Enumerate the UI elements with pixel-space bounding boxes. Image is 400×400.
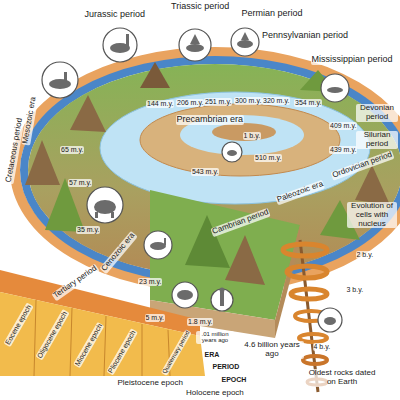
age-label: 1 b.y.: [243, 132, 262, 140]
age-label: 57 m.y.: [68, 179, 92, 187]
age-label: 3 b.y.: [346, 286, 365, 294]
age-label: 409 m.y.: [329, 122, 357, 130]
age-label: 320 m.y.: [262, 97, 290, 105]
period-label: Mississippian period: [311, 55, 394, 65]
period-label: Devonian period: [356, 104, 398, 122]
age-label: 144 m.y.: [146, 100, 174, 108]
period-label: Permian period: [241, 9, 304, 19]
epoch-label: Pleistocene epoch: [117, 379, 184, 388]
age-label: 300 m.y.: [234, 97, 262, 105]
period-label: Triassic period: [170, 2, 230, 12]
period-label: Pennsylvanian period: [261, 31, 349, 41]
age-label: 65 m.y.: [60, 146, 84, 154]
epoch-label: Holocene epoch: [185, 389, 245, 398]
age-label: 439 m.y.: [329, 146, 357, 154]
event-note: Evolution of cells with nucleus: [347, 202, 397, 228]
age-label: 354 m.y.: [294, 99, 322, 107]
age-label: 23 m.y.: [138, 278, 162, 286]
age-label: 251 m.y.: [204, 98, 232, 106]
era-label: Precambrian era: [176, 115, 245, 125]
age-label: 1.8 m.y.: [187, 318, 213, 326]
period-label: Silurian period: [356, 131, 398, 149]
age-label: .01 million years ago: [196, 331, 234, 344]
age-label: 5 m.y.: [145, 314, 166, 322]
age-label: 2 b.y.: [356, 251, 375, 259]
event-note: Oldest rocks dated on Earth: [305, 369, 379, 387]
age-label: 35 m.y.: [76, 226, 100, 234]
key-label: ERA: [204, 351, 221, 359]
key-label: PERIOD: [212, 363, 241, 371]
period-label: Jurassic period: [84, 10, 147, 20]
key-label: EPOCH: [221, 376, 248, 384]
age-label: 4.6 billion years ago: [240, 341, 304, 359]
age-label: 543 m.y.: [191, 168, 219, 176]
age-label: 4 b.y.: [313, 343, 332, 351]
age-label: 510 m.y.: [254, 154, 282, 162]
age-label: 206 m.y.: [176, 99, 204, 107]
